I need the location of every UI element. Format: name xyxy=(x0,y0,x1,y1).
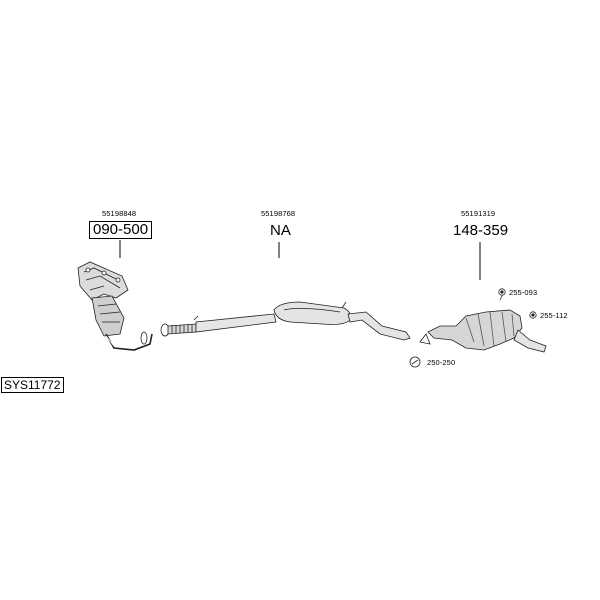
ref-manifold[interactable]: 090-500 xyxy=(89,221,153,239)
ref-middle[interactable]: NA xyxy=(270,222,291,239)
accessory-label-255-112[interactable]: 255-112 xyxy=(540,311,568,320)
part-number-middle: 55198768 xyxy=(261,209,296,218)
system-code: SYS11772 xyxy=(1,377,64,393)
part-number-manifold: 55198848 xyxy=(102,209,137,218)
accessory-label-255-093[interactable]: 255-093 xyxy=(509,288,538,297)
middle-silencer-icon xyxy=(273,301,411,341)
accessory-label-250-250[interactable]: 250-250 xyxy=(427,358,456,367)
ref-rear[interactable]: 148-359 xyxy=(453,222,509,239)
front-pipe-icon xyxy=(160,313,277,337)
rear-silencer-icon xyxy=(419,291,547,353)
part-number-rear: 55191319 xyxy=(461,209,496,218)
exhaust-manifold-icon xyxy=(77,261,153,351)
